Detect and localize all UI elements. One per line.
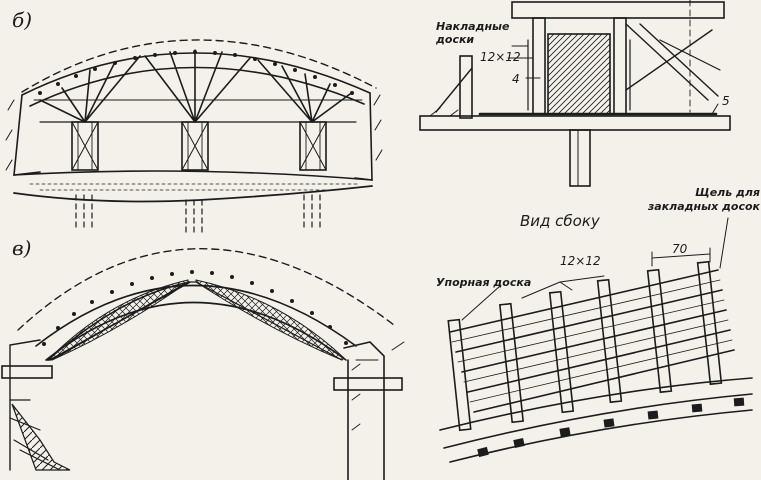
callout-4: 4 [512,72,520,86]
side-view-title: Вид сбоку [520,212,600,230]
support-detail-drawing [419,0,731,187]
panel-b-drawing [5,39,383,233]
overlay-boards-label: Накладные доски [436,20,510,46]
panel-v-letter: в) [12,236,32,260]
panel-v-drawing [1,248,405,480]
callout-5: 5 [722,94,730,108]
stop-board-label: Упорная доска [436,276,532,289]
gap-label: Щель для закладных досок [647,186,760,213]
side-view-beam-size: 12×12 [560,254,601,268]
detail-beam-size: 12×12 [480,50,521,64]
panel-b-letter: б) [12,8,33,32]
side-view-drawing [439,217,753,463]
spacing-dimension: 70 [672,242,688,256]
